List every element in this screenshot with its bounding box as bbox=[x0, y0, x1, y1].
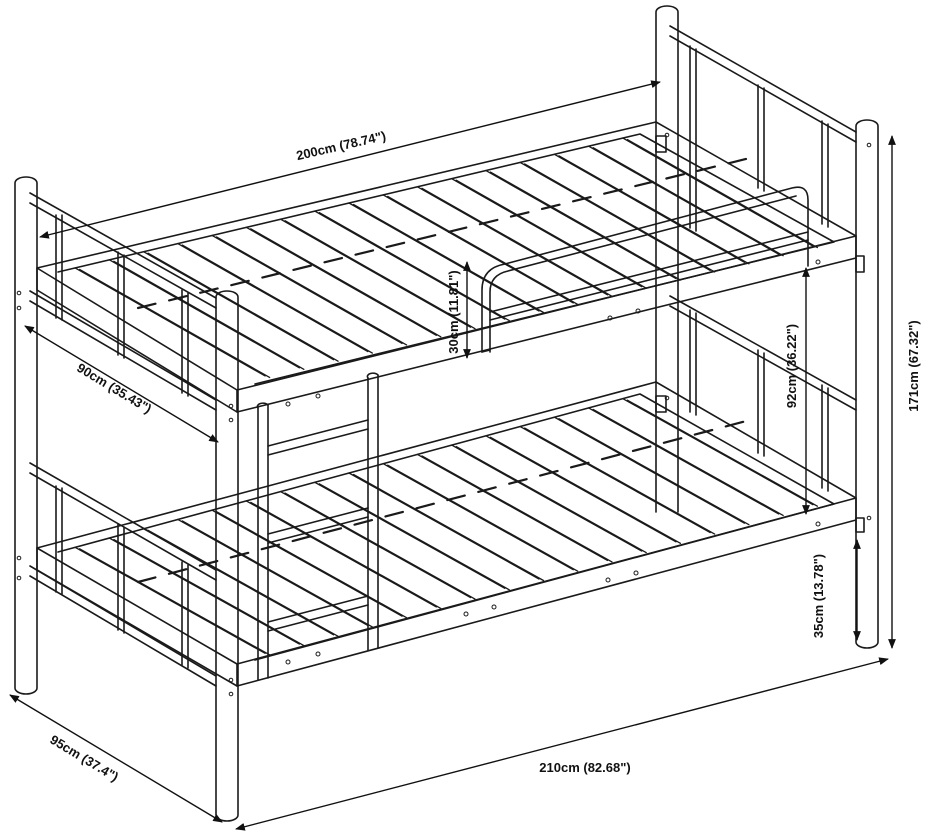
bed-slat bbox=[78, 548, 271, 656]
bed-slat bbox=[622, 397, 814, 506]
bed-slat bbox=[592, 408, 784, 517]
bed-slat bbox=[622, 137, 814, 247]
bed-slat bbox=[211, 234, 403, 345]
ladder bbox=[256, 372, 379, 681]
bed-slat bbox=[211, 509, 403, 617]
bed-slat bbox=[245, 500, 437, 608]
bed-slat bbox=[382, 194, 574, 304]
bed-slat bbox=[416, 453, 609, 562]
bed-slat bbox=[177, 518, 369, 627]
bed-slat bbox=[314, 481, 506, 589]
width-inner-label: 90cm (35.43") bbox=[74, 360, 154, 416]
bed-slat bbox=[348, 202, 540, 312]
bed-slat bbox=[348, 472, 540, 580]
bottom-bunk-center-bar bbox=[136, 418, 752, 584]
length-outer-label: 210cm (82.68") bbox=[539, 760, 630, 775]
bed-slat bbox=[177, 242, 369, 353]
bed-slat bbox=[524, 163, 716, 273]
bed-slat bbox=[455, 445, 647, 554]
bottom-bunk-frame bbox=[36, 381, 857, 687]
dimension-labels: 200cm (78.74") 90cm (35.43") 30cm (11.81… bbox=[47, 128, 921, 784]
bottom-bunk-slats bbox=[74, 397, 819, 656]
bed-slat bbox=[78, 268, 271, 379]
bed-slat bbox=[318, 483, 510, 591]
left-end-guard-top bbox=[29, 192, 217, 411]
bed-slat bbox=[113, 538, 305, 647]
bed-slat bbox=[553, 416, 746, 524]
bed-slat bbox=[147, 252, 339, 362]
bunk-clearance-label: 92cm (36.22") bbox=[784, 324, 799, 408]
bed-slat bbox=[524, 427, 716, 535]
bed-slat bbox=[558, 155, 750, 265]
bed-slat bbox=[587, 145, 780, 255]
dimension-lines bbox=[9, 80, 896, 831]
bed-slat bbox=[279, 490, 472, 599]
bed-slat bbox=[108, 259, 301, 369]
bed-slat bbox=[451, 177, 643, 288]
bed-slat bbox=[284, 220, 476, 330]
bed-slat bbox=[352, 473, 545, 582]
frame-bolts bbox=[16, 132, 872, 697]
bottom-clearance-label: 35cm (13.78") bbox=[811, 554, 826, 638]
bed-slat bbox=[382, 463, 574, 571]
bed-slat bbox=[519, 425, 711, 534]
bed-slat bbox=[181, 520, 373, 628]
total-height-label: 171cm (67.32") bbox=[906, 320, 921, 411]
bed-slat bbox=[142, 251, 335, 361]
top-bunk-slats bbox=[74, 137, 819, 379]
bed-slat bbox=[587, 407, 780, 515]
bed-slat bbox=[215, 511, 408, 619]
right-end-guard-bottom bbox=[669, 295, 857, 492]
bed-slat bbox=[74, 546, 266, 655]
bed-slat bbox=[74, 267, 266, 377]
bed-slat bbox=[250, 228, 442, 338]
bed-slat bbox=[113, 260, 305, 370]
bed-slat bbox=[215, 236, 408, 346]
bed-slat bbox=[421, 455, 613, 563]
bed-slat bbox=[626, 399, 819, 507]
bed-slat bbox=[147, 529, 339, 637]
bed-slat bbox=[489, 171, 682, 281]
bed-slat bbox=[181, 244, 373, 354]
length-top-label: 200cm (78.74") bbox=[295, 128, 387, 163]
safety-guard-rail bbox=[481, 186, 809, 353]
guard-height-label: 30cm (11.81") bbox=[446, 270, 461, 354]
bed-slat bbox=[318, 211, 510, 322]
bed-slat bbox=[489, 436, 682, 544]
bed-slat bbox=[485, 169, 677, 280]
bed-slat bbox=[387, 464, 579, 572]
bed-slat bbox=[558, 418, 750, 526]
bed-slat bbox=[592, 147, 784, 257]
bed-slat bbox=[485, 435, 677, 543]
bed-slat bbox=[250, 501, 442, 610]
bed-slat bbox=[279, 218, 472, 328]
right-end-guard-top bbox=[669, 25, 857, 232]
bed-slat bbox=[451, 444, 643, 552]
bed-slat bbox=[245, 226, 437, 337]
bed-slat bbox=[314, 210, 506, 320]
frame-brackets bbox=[655, 135, 865, 533]
bed-slat bbox=[284, 492, 476, 600]
bed-slat bbox=[142, 528, 335, 636]
